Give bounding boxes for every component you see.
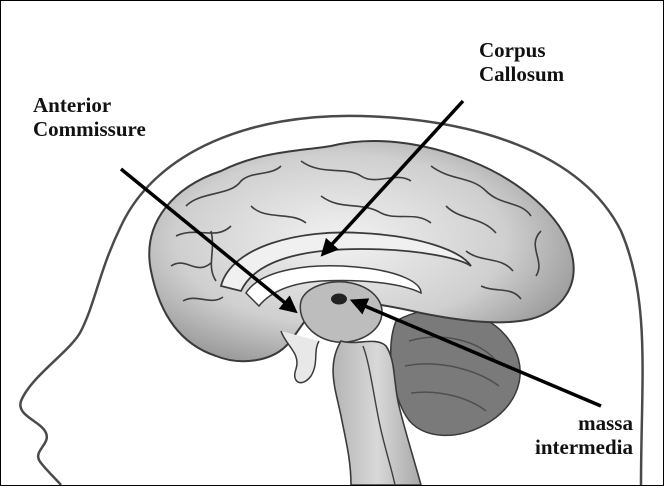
- cerebellum: [391, 309, 520, 435]
- label-massa-line2: intermedia: [535, 435, 633, 459]
- label-massa-line1: massa: [571, 411, 633, 435]
- label-anterior-commissure: Anterior Commissure: [33, 93, 146, 141]
- label-corpus-line2: Callosum: [479, 62, 564, 86]
- label-corpus-callosum: Corpus Callosum: [479, 38, 564, 86]
- label-anterior-line1: Anterior: [33, 93, 146, 117]
- massa-intermedia-dot: [331, 294, 347, 305]
- label-corpus-line1: Corpus: [479, 38, 564, 62]
- label-massa-intermedia: massa intermedia: [571, 411, 633, 459]
- label-anterior-line2: Commissure: [33, 117, 146, 141]
- thalamus: [300, 282, 382, 342]
